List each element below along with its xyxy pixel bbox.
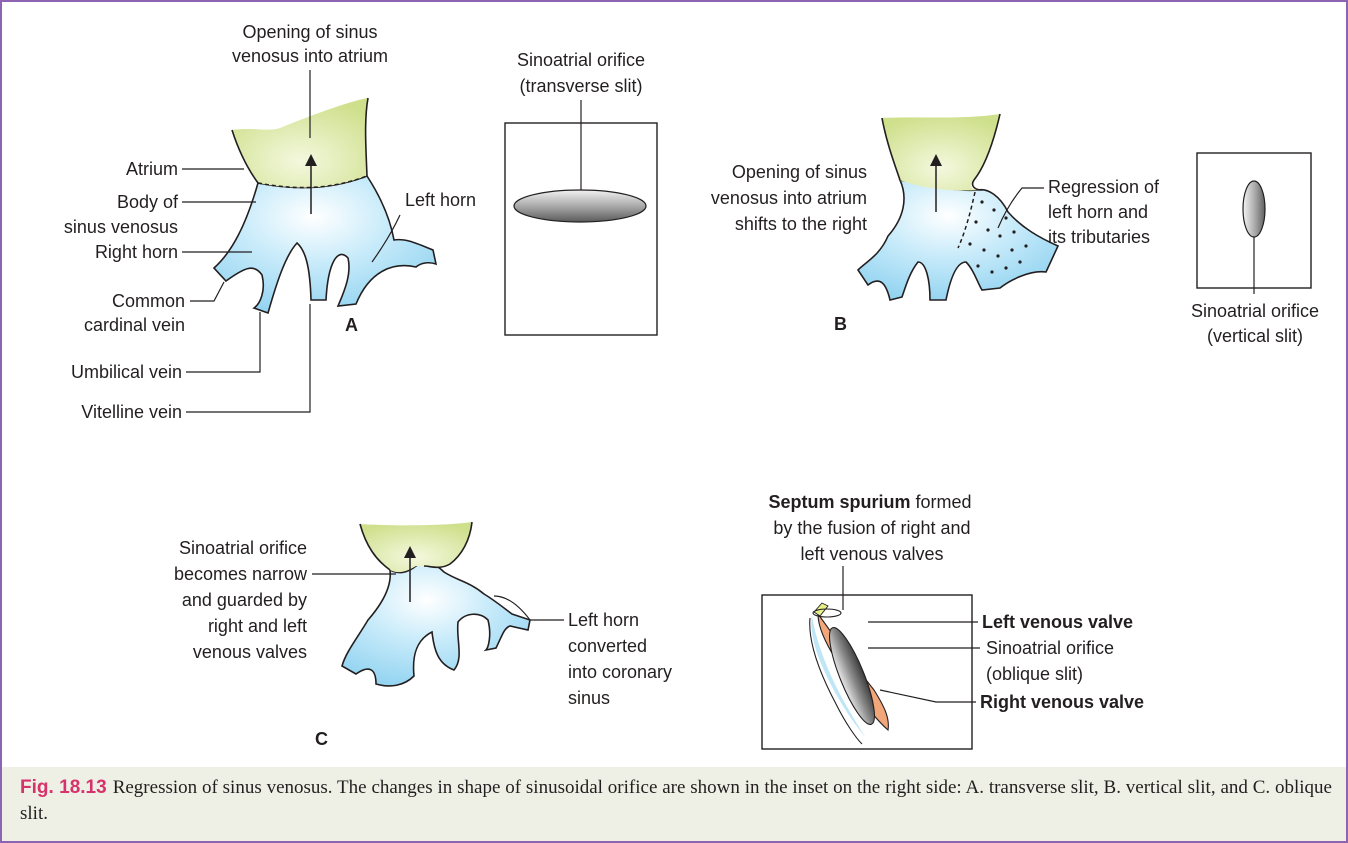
c-left-horn-label-2: converted [568,636,647,656]
b-opening-label-2: venosus into atrium [711,188,867,208]
c-narrow-label-2: becomes narrow [174,564,308,584]
figure-number: Fig. 18.13 [20,777,107,798]
b-regression-label-2: left horn and [1048,202,1148,222]
septum-spurium-rest: formed [910,492,971,512]
b-regression-label-1: Regression of [1048,177,1160,197]
diagram-canvas: Opening of sinus venosus into atrium Atr… [0,0,1348,765]
c-left-valve-label: Left venous valve [982,612,1133,632]
b-orifice-label-1: Sinoatrial orifice [1191,301,1319,321]
c-narrow-label-4: right and left [208,616,307,636]
c-orifice-label-2: (oblique slit) [986,664,1083,684]
a-transverse-slit [514,190,646,222]
a-left-horn-label: Left horn [405,190,476,210]
panel-a-label: A [345,315,358,335]
panel-c-label: C [315,729,328,749]
c-narrow-label-5: venous valves [193,642,307,662]
a-common-label-2: cardinal vein [84,315,185,335]
c-septum-label-1: Septum spurium formed [768,492,971,512]
c-left-horn-label-4: sinus [568,688,610,708]
a-orifice-label-1: Sinoatrial orifice [517,50,645,70]
a-body-label-2: sinus venosus [64,217,178,237]
a-orifice-label-2: (transverse slit) [519,76,642,96]
b-opening-label-1: Opening of sinus [732,162,867,182]
panel-c-sinus-shape [342,522,530,686]
c-septum-label-3: left venous valves [800,544,943,564]
a-body-label-1: Body of [117,192,179,212]
septum-spurium-term: Septum spurium [768,492,910,512]
c-right-valve-label: Right venous valve [980,692,1144,712]
a-opening-label-1: Opening of sinus [242,22,377,42]
c-septum-label-2: by the fusion of right and [773,518,970,538]
b-regression-label-3: its tributaries [1048,227,1150,247]
b-opening-label-3: shifts to the right [735,214,867,234]
c-left-horn-label-3: into coronary [568,662,672,682]
caption-text: Regression of sinus venosus. The changes… [20,777,1332,824]
a-vitelline-label: Vitelline vein [81,402,182,422]
c-narrow-label-3: and guarded by [182,590,307,610]
a-opening-label-2: venosus into atrium [232,46,388,66]
b-vertical-slit [1243,181,1265,237]
a-atrium-label: Atrium [126,159,178,179]
c-left-horn-label-1: Left horn [568,610,639,630]
panel-a-sinus-shape [214,98,436,313]
c-inset-box [762,595,972,749]
b-orifice-label-2: (vertical slit) [1207,326,1303,346]
a-right-horn-label: Right horn [95,242,178,262]
panel-b-sinus-shape [858,114,1058,300]
a-umbilical-label: Umbilical vein [71,362,182,382]
a-common-label-1: Common [112,291,185,311]
panel-b-label: B [834,314,847,334]
c-narrow-label-1: Sinoatrial orifice [179,538,307,558]
c-orifice-label-1: Sinoatrial orifice [986,638,1114,658]
